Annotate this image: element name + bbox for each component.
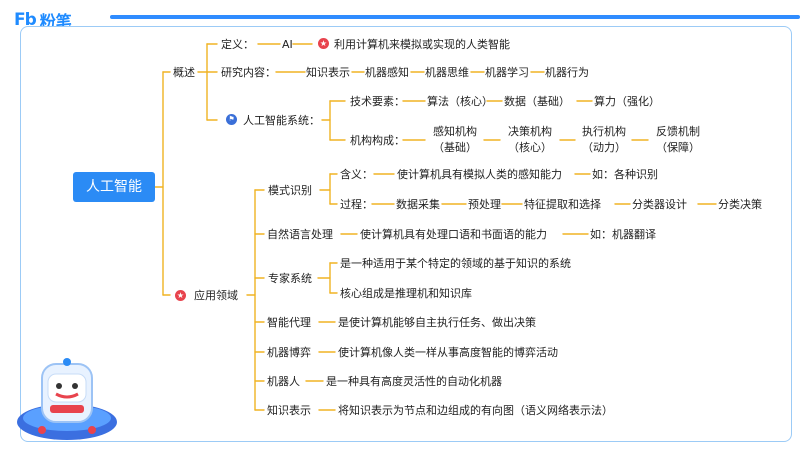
pattern-meaning-example: 如：各种识别 bbox=[592, 168, 658, 181]
structure-item-role: （核心） bbox=[508, 141, 552, 154]
structure-label: 机构构成： bbox=[350, 134, 405, 147]
mascot-icon bbox=[17, 358, 117, 440]
pattern-meaning-label: 含义： bbox=[340, 168, 373, 181]
root-node: 人工智能 bbox=[73, 172, 155, 202]
process-step: 预处理 bbox=[468, 198, 501, 211]
process-step: 特征提取和选择 bbox=[524, 198, 601, 211]
agent-text: 是使计算机能够自主执行任务、做出决策 bbox=[338, 316, 536, 329]
definition-text: 利用计算机来模拟或实现的人类智能 bbox=[334, 38, 510, 51]
tech-item: 算法（核心） bbox=[427, 95, 493, 108]
structure-item-name: 感知机构 bbox=[433, 125, 477, 138]
star-icon: ★ bbox=[318, 38, 329, 49]
research-item: 机器学习 bbox=[485, 66, 529, 79]
tech-item: 算力（强化） bbox=[594, 95, 660, 108]
robot-label: 机器人 bbox=[267, 375, 300, 388]
structure-item-role: （保障） bbox=[656, 141, 700, 154]
robot-text: 是一种具有高度灵活性的自动化机器 bbox=[326, 375, 502, 388]
research-item: 机器感知 bbox=[365, 66, 409, 79]
applications-node: 应用领域 bbox=[194, 289, 238, 302]
pattern-meaning-text: 使计算机具有模拟人类的感知能力 bbox=[397, 168, 562, 181]
mindmap-panel bbox=[20, 26, 792, 442]
structure-item-name: 反馈机制 bbox=[656, 125, 700, 138]
definition-ai: AI bbox=[282, 38, 293, 51]
expert-system-label: 专家系统 bbox=[268, 272, 312, 285]
process-step: 数据采集 bbox=[396, 198, 440, 211]
ai-system-label: 人工智能系统： bbox=[243, 114, 320, 127]
pattern-process-label: 过程： bbox=[340, 198, 373, 211]
flag-icon: ⚑ bbox=[226, 114, 237, 125]
game-label: 机器博弈 bbox=[267, 346, 311, 359]
knowledge-text: 将知识表示为节点和边组成的有向图（语义网络表示法） bbox=[338, 404, 613, 417]
nlp-text: 使计算机具有处理口语和书面语的能力 bbox=[360, 228, 547, 241]
nlp-example: 如：机器翻译 bbox=[590, 228, 656, 241]
tech-item: 数据（基础） bbox=[504, 95, 570, 108]
star-icon: ★ bbox=[175, 290, 186, 301]
structure-item-role: （基础） bbox=[433, 141, 477, 154]
header-rule bbox=[110, 15, 800, 19]
research-item: 机器思维 bbox=[425, 66, 469, 79]
research-item: 知识表示 bbox=[306, 66, 350, 79]
game-text: 使计算机像人类一样从事高度智能的博弈活动 bbox=[338, 346, 558, 359]
expert-item: 核心组成是推理机和知识库 bbox=[340, 287, 472, 300]
brand-logo-mark: Fb bbox=[14, 10, 37, 30]
knowledge-label: 知识表示 bbox=[267, 404, 311, 417]
overview-node: 概述 bbox=[173, 66, 195, 79]
structure-item-name: 决策机构 bbox=[508, 125, 552, 138]
definition-label: 定义： bbox=[221, 38, 254, 51]
structure-item-name: 执行机构 bbox=[582, 125, 626, 138]
process-step: 分类器设计 bbox=[632, 198, 687, 211]
structure-item-role: （动力） bbox=[582, 141, 626, 154]
nlp-label: 自然语言处理 bbox=[267, 228, 333, 241]
research-item: 机器行为 bbox=[545, 66, 589, 79]
pattern-recognition-label: 模式识别 bbox=[268, 184, 312, 197]
agent-label: 智能代理 bbox=[267, 316, 311, 329]
tech-label: 技术要素： bbox=[350, 95, 405, 108]
expert-item: 是一种适用于某个特定的领域的基于知识的系统 bbox=[340, 257, 571, 270]
process-step: 分类决策 bbox=[718, 198, 762, 211]
research-label: 研究内容： bbox=[221, 66, 276, 79]
